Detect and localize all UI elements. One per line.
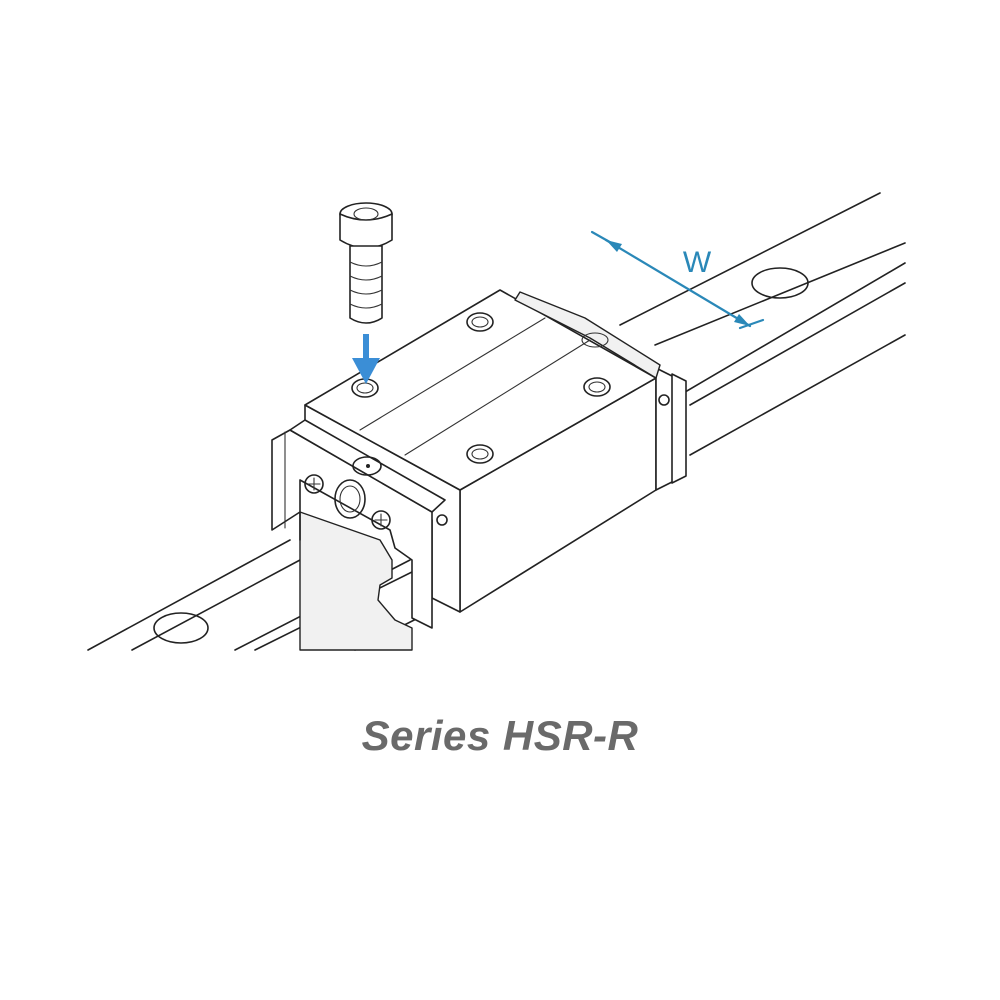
end-plate-screw-left (304, 474, 324, 494)
end-plate-screw-right (371, 510, 391, 530)
block-mounting-hole-rear-right (583, 377, 611, 397)
figure-caption: Series HSR-R (361, 712, 639, 759)
width-dimension-line (590, 230, 765, 330)
insert-direction-arrow (352, 334, 380, 384)
rail-mounting-hole-front (153, 612, 209, 644)
block-mounting-hole-rear-left (466, 312, 494, 332)
end-plate (271, 419, 448, 629)
rail-mounting-hole-rear (751, 267, 809, 299)
guide-rail (87, 192, 906, 651)
width-dimension-label: W (683, 246, 712, 279)
block-mounting-hole-front-right (466, 444, 494, 464)
cap-screw (339, 202, 393, 324)
grease-nipple (334, 479, 366, 519)
